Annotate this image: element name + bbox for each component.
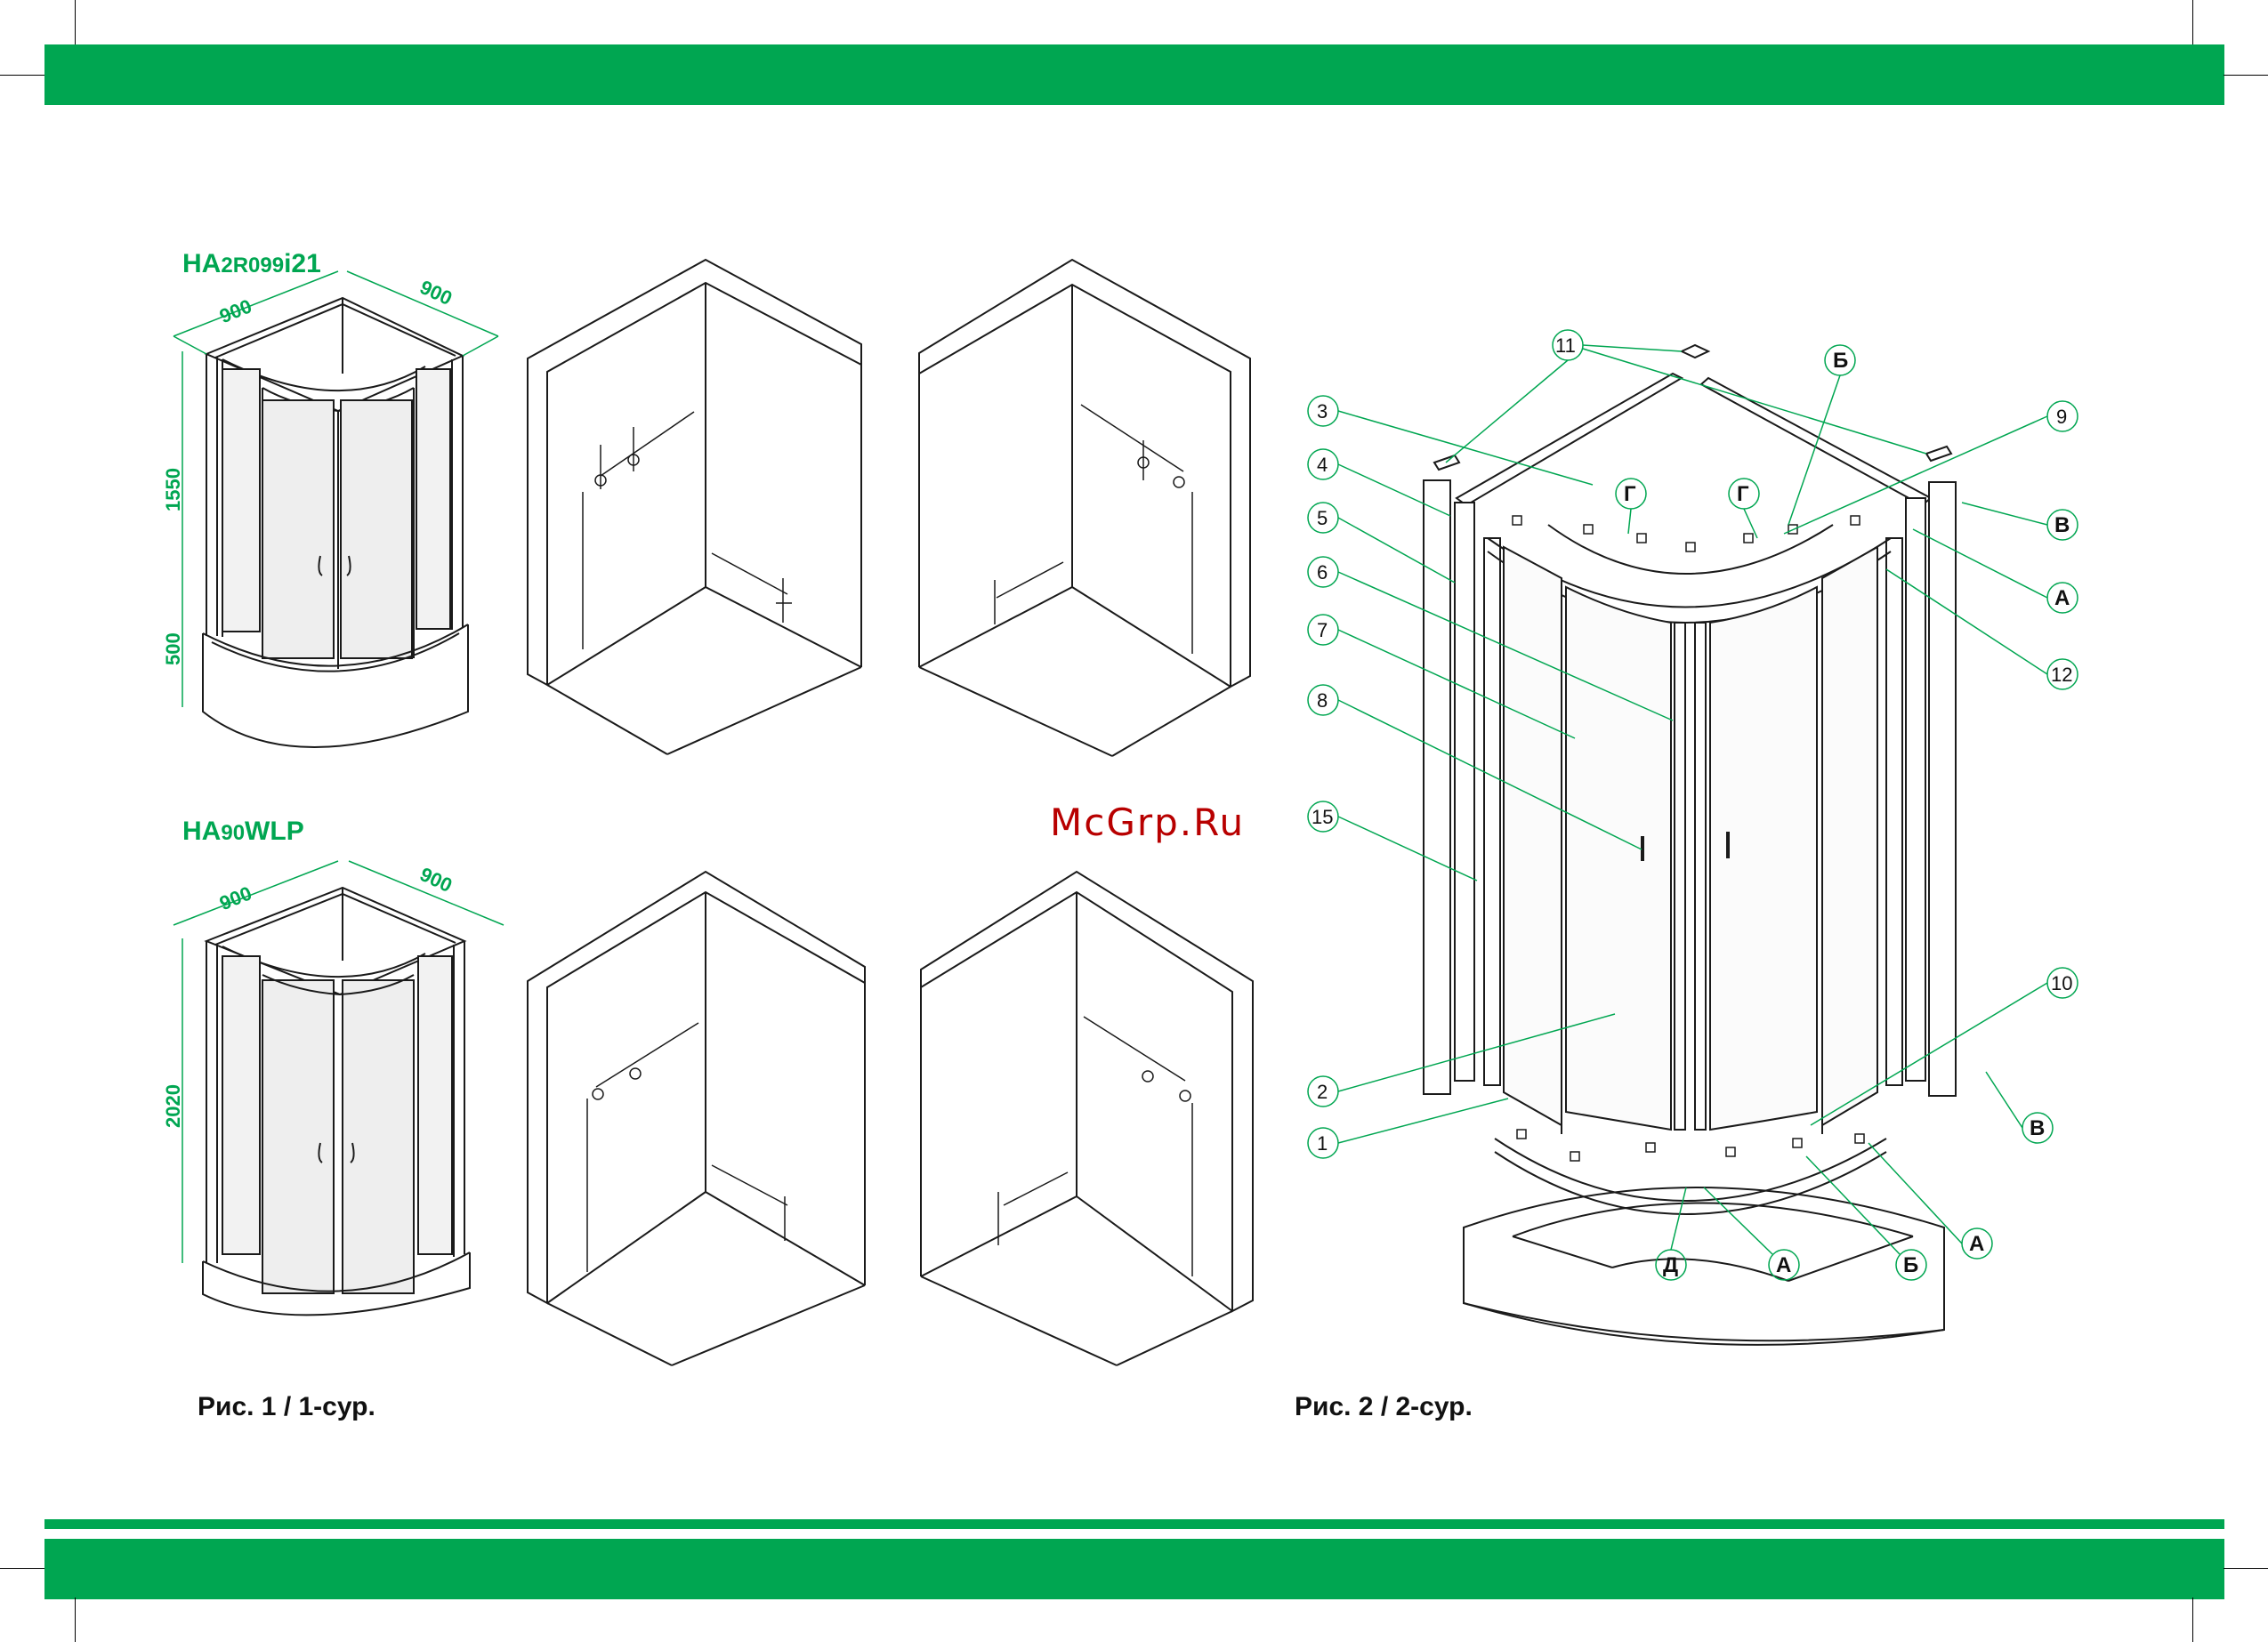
callout-letter-v-top: В <box>2054 513 2070 537</box>
cabin-2-height: 2020 <box>162 1084 184 1128</box>
wall-corner-bottom-right <box>921 872 1253 1365</box>
callout-6: 6 <box>1317 561 1328 584</box>
exploded-assembly <box>1424 345 1956 1345</box>
callout-12: 12 <box>2051 664 2072 686</box>
cabin-1-tray-height: 500 <box>162 632 184 665</box>
callout-letter-b-bottom: Б <box>1903 1253 1918 1277</box>
callout-2: 2 <box>1317 1081 1328 1103</box>
watermark: McGrp.Ru <box>1050 801 1245 844</box>
callout-letter-v-bottom: В <box>2030 1116 2045 1140</box>
callout-4: 4 <box>1317 454 1328 476</box>
callout-7: 7 <box>1317 619 1328 641</box>
callout-letter-b-top: Б <box>1833 349 1848 373</box>
callout-15: 15 <box>1312 806 1333 828</box>
callout-9: 9 <box>2056 406 2067 428</box>
callout-1: 1 <box>1317 1132 1328 1155</box>
callout-letter-a-top: А <box>2054 586 2070 610</box>
wall-corner-top-left <box>528 260 861 754</box>
callout-letter-a-bottom: А <box>1776 1253 1791 1277</box>
callout-letter-g-right: Г <box>1737 482 1749 506</box>
callout-11: 11 <box>1555 334 1576 357</box>
wall-corner-bottom-left <box>528 872 865 1365</box>
cabin-1-width: 900 <box>216 294 254 327</box>
cabin-2-width: 900 <box>216 881 254 914</box>
wall-corner-top-right <box>919 260 1250 756</box>
callout-10: 10 <box>2051 972 2072 994</box>
callout-letter-g-left: Г <box>1624 482 1636 506</box>
callout-5: 5 <box>1317 507 1328 529</box>
cabin-2-drawing: 900 900 2020 <box>162 861 504 1315</box>
callout-3: 3 <box>1317 400 1328 423</box>
cabin-1-depth: 900 <box>416 276 456 310</box>
cabin-1-drawing: 900 900 1550 500 <box>162 271 498 747</box>
callout-8: 8 <box>1317 689 1328 712</box>
cabin-1-height: 1550 <box>162 468 184 511</box>
figure-2-caption: Рис. 2 / 2-сур. <box>1295 1392 1473 1422</box>
figure-1-caption: Рис. 1 / 1-сур. <box>198 1392 375 1422</box>
callout-letter-a-right: А <box>1969 1232 1984 1256</box>
callout-letter-d: Д <box>1663 1253 1678 1277</box>
